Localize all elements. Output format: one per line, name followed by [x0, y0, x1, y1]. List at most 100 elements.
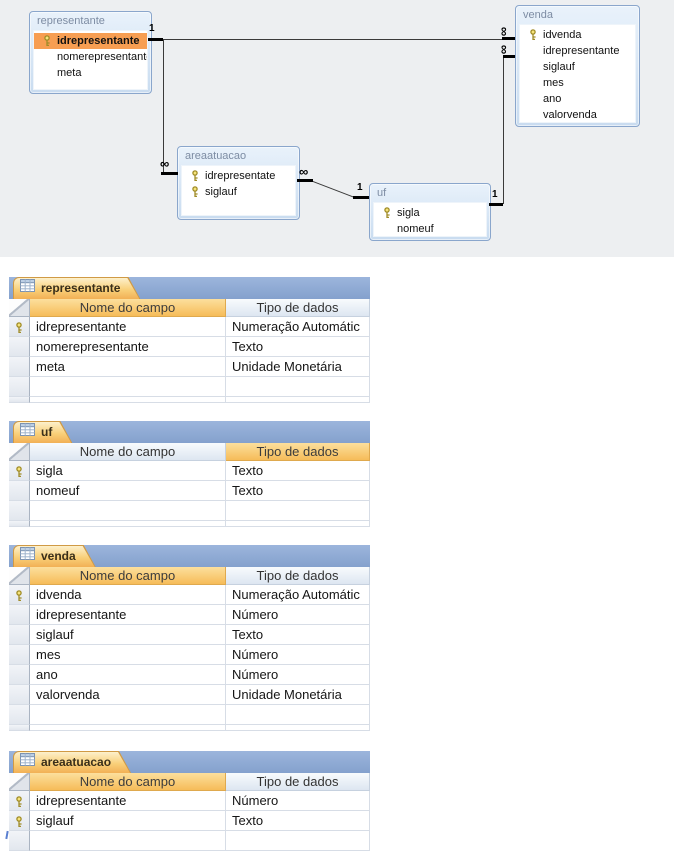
row-selector[interactable]: [9, 811, 30, 831]
column-header-field-name[interactable]: Nome do campo: [30, 773, 226, 791]
column-header-field-name[interactable]: Nome do campo: [30, 567, 226, 585]
data-type-cell[interactable]: [226, 501, 370, 521]
row-selector[interactable]: [9, 791, 30, 811]
primary-key-icon: [14, 815, 24, 833]
data-type-cell[interactable]: Número: [226, 791, 370, 811]
data-type-cell[interactable]: Unidade Monetária: [226, 357, 370, 377]
data-type-cell[interactable]: Numeração Automátic: [226, 585, 370, 605]
row-selector[interactable]: [9, 397, 30, 403]
select-all-corner[interactable]: [9, 299, 30, 317]
diagram-field-siglauf[interactable]: siglauf: [182, 184, 295, 200]
row-selector[interactable]: [9, 665, 30, 685]
row-selector[interactable]: [9, 831, 30, 851]
column-header-data-type[interactable]: Tipo de dados: [226, 443, 370, 461]
field-name-cell[interactable]: [30, 831, 226, 851]
select-all-corner[interactable]: [9, 567, 30, 585]
row-selector[interactable]: [9, 585, 30, 605]
row-selector[interactable]: [9, 317, 30, 337]
field-name-cell[interactable]: idrepresentante: [30, 791, 226, 811]
column-header-data-type[interactable]: Tipo de dados: [226, 773, 370, 791]
row-selector[interactable]: [9, 605, 30, 625]
tab-representante[interactable]: representante: [13, 277, 140, 299]
row-selector[interactable]: [9, 625, 30, 645]
diagram-field-idrepresentate[interactable]: idrepresentate: [182, 168, 295, 184]
data-type-cell[interactable]: Texto: [226, 337, 370, 357]
diagram-field-nomeuf[interactable]: nomeuf: [374, 221, 486, 236]
row-selector[interactable]: [9, 645, 30, 665]
relationship-representante-venda[interactable]: 1∞: [0, 0, 674, 257]
column-header-data-type[interactable]: Tipo de dados: [226, 567, 370, 585]
diagram-field-idrepresentante[interactable]: idrepresentante: [520, 43, 635, 59]
column-header-field-name[interactable]: Nome do campo: [30, 299, 226, 317]
data-type-cell[interactable]: [226, 705, 370, 725]
field-name-cell[interactable]: [30, 377, 226, 397]
relationship-uf-venda[interactable]: 1∞: [0, 0, 674, 257]
field-name-cell[interactable]: nomeuf: [30, 481, 226, 501]
tab-uf[interactable]: uf: [13, 421, 72, 443]
data-type-cell[interactable]: Texto: [226, 811, 370, 831]
row-selector[interactable]: [9, 705, 30, 725]
diagram-field-idvenda[interactable]: idvenda: [520, 27, 635, 43]
field-name-cell[interactable]: ano: [30, 665, 226, 685]
row-selector[interactable]: [9, 725, 30, 731]
field-name-cell[interactable]: idrepresentante: [30, 317, 226, 337]
diagram-field-siglauf[interactable]: siglauf: [520, 59, 635, 75]
relationship-endpoint-bar: [353, 196, 369, 199]
row-selector[interactable]: [9, 357, 30, 377]
tab-areaatuacao[interactable]: areaatuacao: [13, 751, 131, 773]
data-type-cell[interactable]: Texto: [226, 461, 370, 481]
field-name-cell[interactable]: [30, 705, 226, 725]
field-name-cell[interactable]: [30, 501, 226, 521]
field-name-cell[interactable]: sigla: [30, 461, 226, 481]
data-type-cell[interactable]: [226, 831, 370, 851]
row-selector[interactable]: [9, 337, 30, 357]
relationship-areaatuacao-uf[interactable]: ∞1: [0, 0, 674, 257]
row-selector[interactable]: [9, 521, 30, 527]
field-name-cell[interactable]: idvenda: [30, 585, 226, 605]
select-all-corner[interactable]: [9, 443, 30, 461]
data-type-cell[interactable]: Texto: [226, 481, 370, 501]
diagram-field-mes[interactable]: mes: [520, 75, 635, 91]
data-type-cell: [226, 725, 370, 731]
data-type-cell[interactable]: Numeração Automátic: [226, 317, 370, 337]
field-name-cell[interactable]: valorvenda: [30, 685, 226, 705]
row-selector[interactable]: [9, 377, 30, 397]
data-type-cell[interactable]: Número: [226, 645, 370, 665]
data-type-cell[interactable]: Número: [226, 605, 370, 625]
row-selector[interactable]: [9, 501, 30, 521]
field-name-cell[interactable]: siglauf: [30, 811, 226, 831]
field-name-cell[interactable]: nomerepresentante: [30, 337, 226, 357]
data-type-cell[interactable]: [226, 377, 370, 397]
column-header-data-type[interactable]: Tipo de dados: [226, 299, 370, 317]
diagram-field-sigla[interactable]: sigla: [374, 205, 486, 221]
data-type-cell[interactable]: Unidade Monetária: [226, 685, 370, 705]
diagram-field-ano[interactable]: ano: [520, 91, 635, 107]
tab-bar: uf: [9, 421, 370, 443]
row-selector[interactable]: [9, 461, 30, 481]
diagram-field-nomerepresentante[interactable]: nomerepresentante: [34, 49, 147, 65]
row-selector[interactable]: [9, 481, 30, 501]
relationship-representante-areaatuacao[interactable]: ∞: [0, 0, 674, 257]
field-name-cell[interactable]: mes: [30, 645, 226, 665]
diagram-table-title: uf: [377, 187, 387, 199]
diagram-field-meta[interactable]: meta: [34, 65, 147, 81]
field-name-cell[interactable]: siglauf: [30, 625, 226, 645]
data-type-cell[interactable]: Texto: [226, 625, 370, 645]
field-name-cell[interactable]: idrepresentante: [30, 605, 226, 625]
diagram-field-valorvenda[interactable]: valorvenda: [520, 107, 635, 122]
select-all-corner[interactable]: [9, 773, 30, 791]
data-type-cell[interactable]: Número: [226, 665, 370, 685]
tab-venda[interactable]: venda: [13, 545, 96, 567]
column-header-field-name[interactable]: Nome do campo: [30, 443, 226, 461]
row-selector[interactable]: [9, 685, 30, 705]
field-name-cell[interactable]: meta: [30, 357, 226, 377]
diagram-field-idrepresentante[interactable]: idrepresentante: [34, 33, 147, 49]
diagram-field-label: idvenda: [543, 29, 582, 41]
